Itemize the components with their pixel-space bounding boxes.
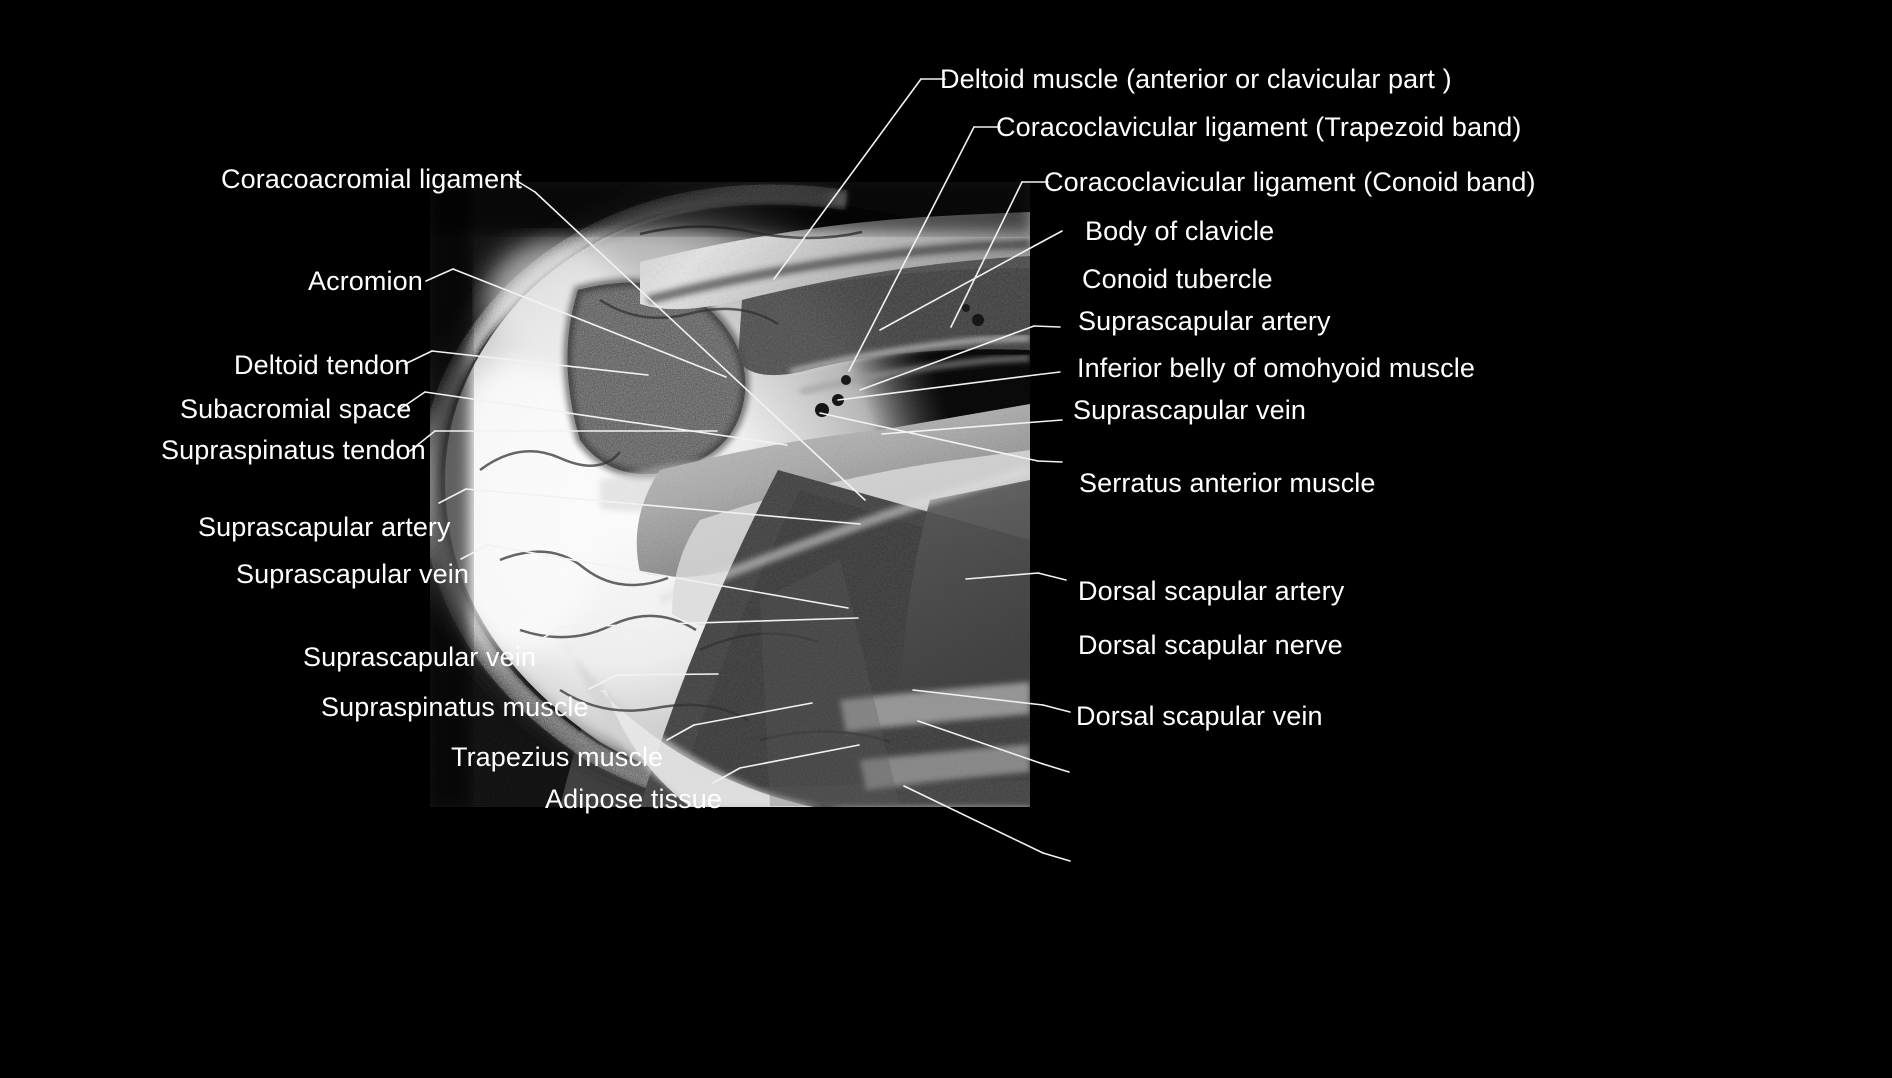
anatomy-label-coracoacromial-ligament: Coracoacromial ligament — [221, 164, 522, 194]
anatomy-label-inferior-belly-omohyoid: Inferior belly of omohyoid muscle — [1077, 353, 1475, 383]
anatomy-label-supraspinatus-muscle: Supraspinatus muscle — [321, 692, 589, 722]
anatomy-label-dorsal-scapular-artery: Dorsal scapular artery — [1078, 576, 1345, 606]
anatomy-label-conoid-tubercle: Conoid tubercle — [1082, 264, 1273, 294]
anatomy-label-dorsal-scapular-nerve: Dorsal scapular nerve — [1078, 630, 1343, 660]
anatomy-label-deltoid-tendon: Deltoid tendon — [234, 350, 410, 380]
anatomy-label-supraspinatus-tendon: Supraspinatus tendon — [161, 435, 426, 465]
anatomy-label-coracoclavicular-trapezoid: Coracoclavicular ligament (Trapezoid ban… — [996, 112, 1522, 142]
anatomy-label-suprascapular-vein-left-upper: Suprascapular vein — [236, 559, 469, 589]
anatomy-label-body-of-clavicle: Body of clavicle — [1085, 216, 1275, 246]
anatomy-label-suprascapular-artery-right: Suprascapular artery — [1078, 306, 1331, 336]
anatomy-label-suprascapular-vein-right: Suprascapular vein — [1073, 395, 1306, 425]
anatomy-label-dorsal-scapular-vein: Dorsal scapular vein — [1076, 701, 1323, 731]
anatomy-label-adipose-tissue: Adipose tissue — [545, 784, 723, 814]
anatomy-label-suprascapular-artery-left: Suprascapular artery — [198, 512, 451, 542]
anatomy-label-coracoclavicular-conoid: Coracoclavicular ligament (Conoid band) — [1044, 167, 1536, 197]
anatomy-label-subacromial-space: Subacromial space — [180, 394, 412, 424]
anatomy-label-trapezius-muscle: Trapezius muscle — [451, 742, 664, 772]
anatomy-label-serratus-anterior: Serratus anterior muscle — [1079, 468, 1376, 498]
anatomy-label-deltoid-muscle: Deltoid muscle (anterior or clavicular p… — [940, 64, 1452, 94]
anatomy-label-acromion: Acromion — [308, 266, 423, 296]
anatomy-label-suprascapular-vein-left-lower: Suprascapular vein — [303, 642, 536, 672]
